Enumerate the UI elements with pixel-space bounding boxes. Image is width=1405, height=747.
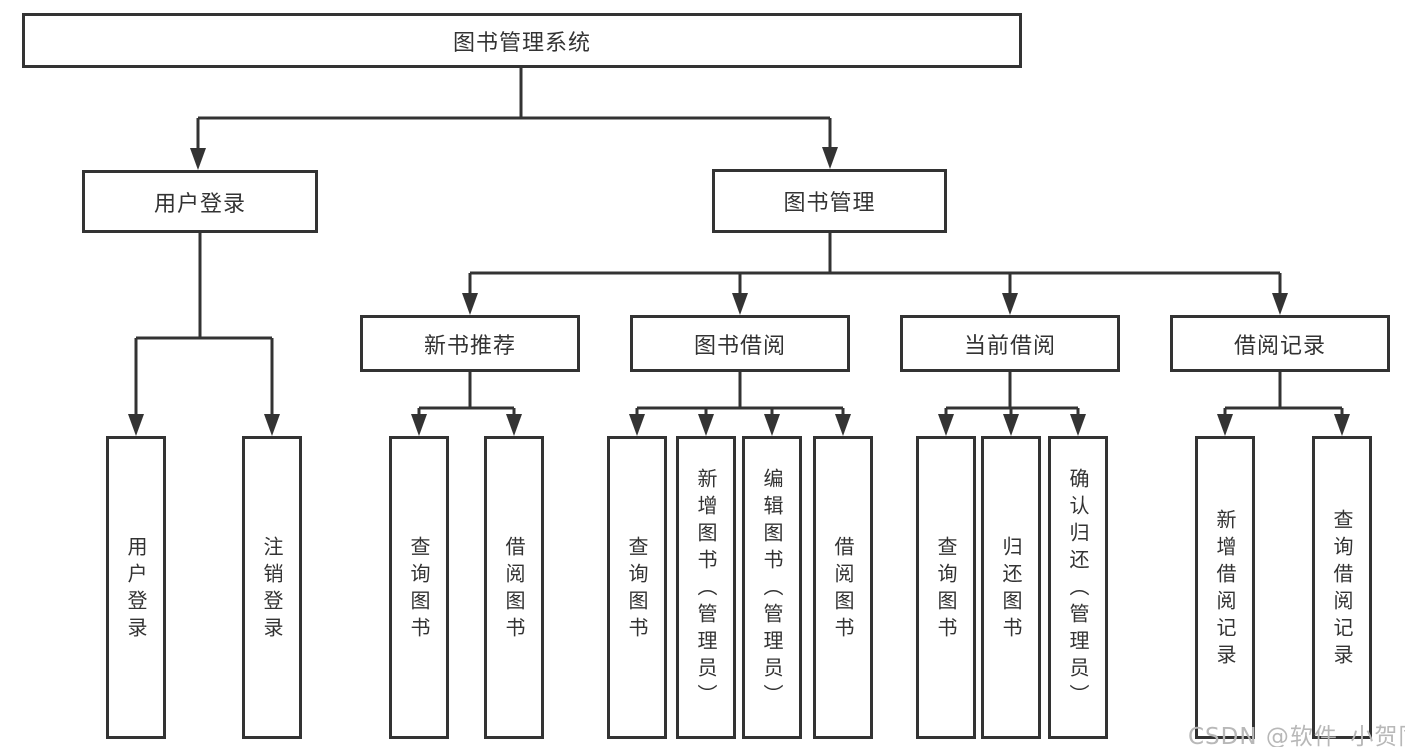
node-book-management: 图书管理 [712, 169, 947, 233]
connector-user-login-to-leaves [128, 233, 280, 436]
leaf-edit-book-admin: 编辑图书（管理员） [742, 436, 802, 739]
node-library-system: 图书管理系统 [22, 13, 1022, 68]
leaf-borrow-books-2: 借阅图书 [813, 436, 873, 739]
leaf-logout: 注销登录 [242, 436, 302, 739]
leaf-query-books-3: 查询图书 [916, 436, 976, 739]
leaf-user-login: 用户登录 [106, 436, 166, 739]
connector-root-to-level2 [190, 68, 838, 170]
node-book-borrow: 图书借阅 [630, 315, 850, 372]
leaf-confirm-return-admin: 确认归还（管理员） [1048, 436, 1108, 739]
node-current-borrow: 当前借阅 [900, 315, 1120, 372]
connector-book-borrow-to-leaves [629, 372, 851, 436]
connector-book-management-to-level3 [462, 233, 1288, 315]
connector-current-borrow-to-leaves [938, 372, 1086, 436]
node-user-login: 用户登录 [82, 170, 318, 233]
leaf-return-books: 归还图书 [981, 436, 1041, 739]
watermark: CSDN @软件_小贺同学 [1188, 724, 1405, 747]
leaf-query-books-2: 查询图书 [607, 436, 667, 739]
leaf-query-books-1: 查询图书 [389, 436, 449, 739]
leaf-borrow-books-1: 借阅图书 [484, 436, 544, 739]
connector-borrow-records-to-leaves [1217, 372, 1350, 436]
connector-new-book-recommend-to-leaves [411, 372, 522, 436]
node-new-book-recommend: 新书推荐 [360, 315, 580, 372]
leaf-query-borrow-record: 查询借阅记录 [1312, 436, 1372, 739]
node-borrow-records: 借阅记录 [1170, 315, 1390, 372]
leaf-add-borrow-record: 新增借阅记录 [1195, 436, 1255, 739]
leaf-add-book-admin: 新增图书（管理员） [676, 436, 736, 739]
